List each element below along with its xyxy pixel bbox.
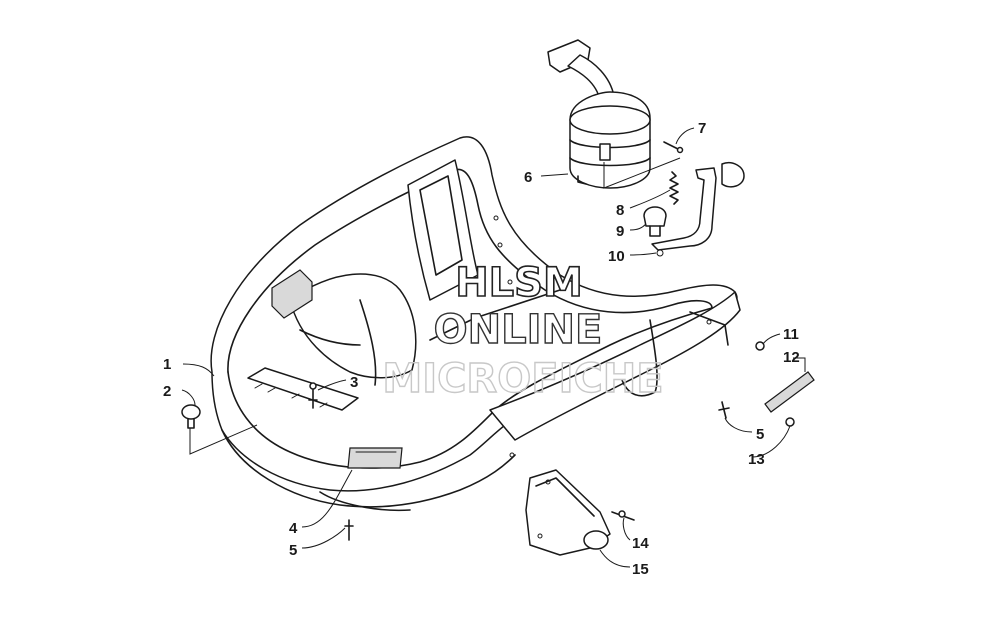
callout-6: 6 [524,169,532,186]
callout-14: 14 [632,535,649,552]
push-rivet [181,404,201,429]
callout-15: 15 [632,561,649,578]
grommet [643,206,667,237]
callout-1: 1 [163,356,171,373]
screw-14 [611,510,635,521]
callout-8: 8 [616,202,624,219]
screw-3 [308,382,318,409]
rivet-5-lower [344,519,354,541]
plate-4 [347,447,403,469]
callout-2: 2 [163,383,171,400]
muffler-bracket [651,162,745,257]
leader-lines [181,127,806,568]
muffler [547,39,651,189]
bolt-7 [663,141,684,154]
reflector [764,371,815,413]
watermark-line-2: ONLINE [434,307,603,353]
callout-4: 4 [289,520,298,537]
callout-3: 3 [350,374,358,391]
spring [669,171,679,205]
watermark-line-1: HLSM [455,260,583,306]
watermark-line-3: MICROFICHE [382,356,663,402]
screw-11 [755,341,765,351]
rivet-5-right [718,401,730,419]
screw-13 [785,417,795,427]
callout-labels: 1 2 3 4 5 5 6 7 8 9 10 11 12 13 14 15 [163,120,800,578]
callout-5-right: 5 [756,426,764,443]
air-duct [525,469,611,556]
callout-13: 13 [748,451,765,468]
watermark: HLSM ONLINE MICROFICHE [382,259,665,403]
callout-10: 10 [608,248,625,265]
callout-9: 9 [616,223,624,240]
callout-12: 12 [783,349,800,366]
callout-5-lower: 5 [289,542,297,559]
callout-7: 7 [698,120,706,137]
callout-11: 11 [783,326,799,343]
